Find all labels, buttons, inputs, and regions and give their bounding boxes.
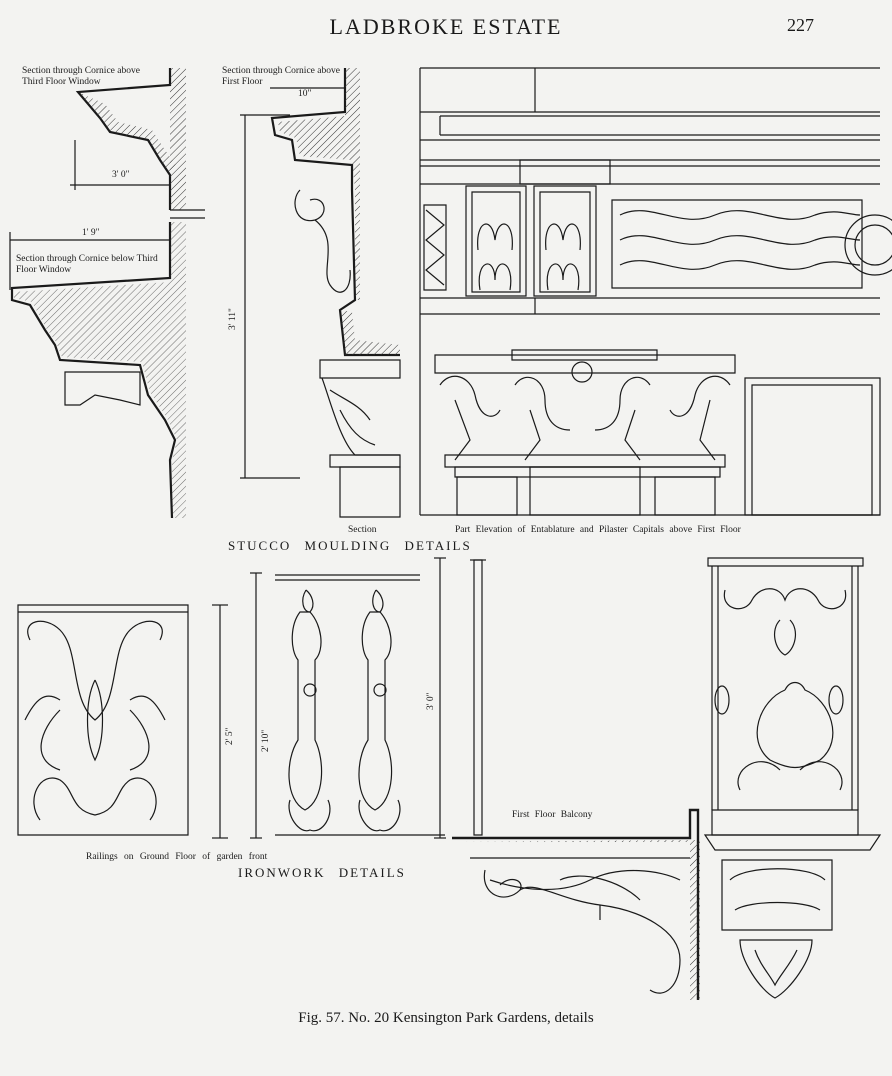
page-number: 227 <box>787 15 814 35</box>
cornice-section-third-floor <box>70 68 205 218</box>
dimension-2ft-5in: 2' 5" <box>225 727 235 745</box>
entablature-elevation <box>420 68 892 515</box>
dimension-3ft-0in-balcony: 3' 0" <box>426 692 436 710</box>
dimension-3ft-0in: 3' 0" <box>112 170 130 180</box>
label-railings: Railings on Ground Floor of garden front <box>86 852 268 862</box>
dimension-3ft-11in: 3' 11" <box>228 308 238 330</box>
label-cornice-first-floor: Section through Cornice above First Floo… <box>222 66 340 87</box>
label-part-elevation: Part Elevation of Entablature and Pilast… <box>455 525 741 535</box>
label-section: Section <box>348 525 377 535</box>
heading-stucco-moulding: STUCCO MOULDING DETAILS <box>228 538 472 553</box>
figure-caption: Fig. 57. No. 20 Kensington Park Gardens,… <box>298 1010 594 1026</box>
heading-ironwork: IRONWORK DETAILS <box>238 865 406 880</box>
balcony-bracket-section <box>452 560 700 1000</box>
dimension-1ft-9in: 1' 9" <box>82 228 100 238</box>
dimension-10in: 10" <box>298 89 312 99</box>
dimension-2ft-10in: 2' 10" <box>261 729 271 752</box>
balusters <box>250 558 446 838</box>
balcony-elevation <box>705 558 880 998</box>
cornice-section-below-third <box>10 222 186 518</box>
cornice-section-first-floor <box>240 68 400 517</box>
ground-floor-railing <box>18 605 228 838</box>
label-first-floor-balcony: First Floor Balcony <box>512 810 593 820</box>
label-cornice-below-third: Section through Cornice below Third Floo… <box>16 254 158 275</box>
label-cornice-third-floor: Section through Cornice above Third Floo… <box>22 66 140 87</box>
page-title: LADBROKE ESTATE <box>329 14 563 39</box>
